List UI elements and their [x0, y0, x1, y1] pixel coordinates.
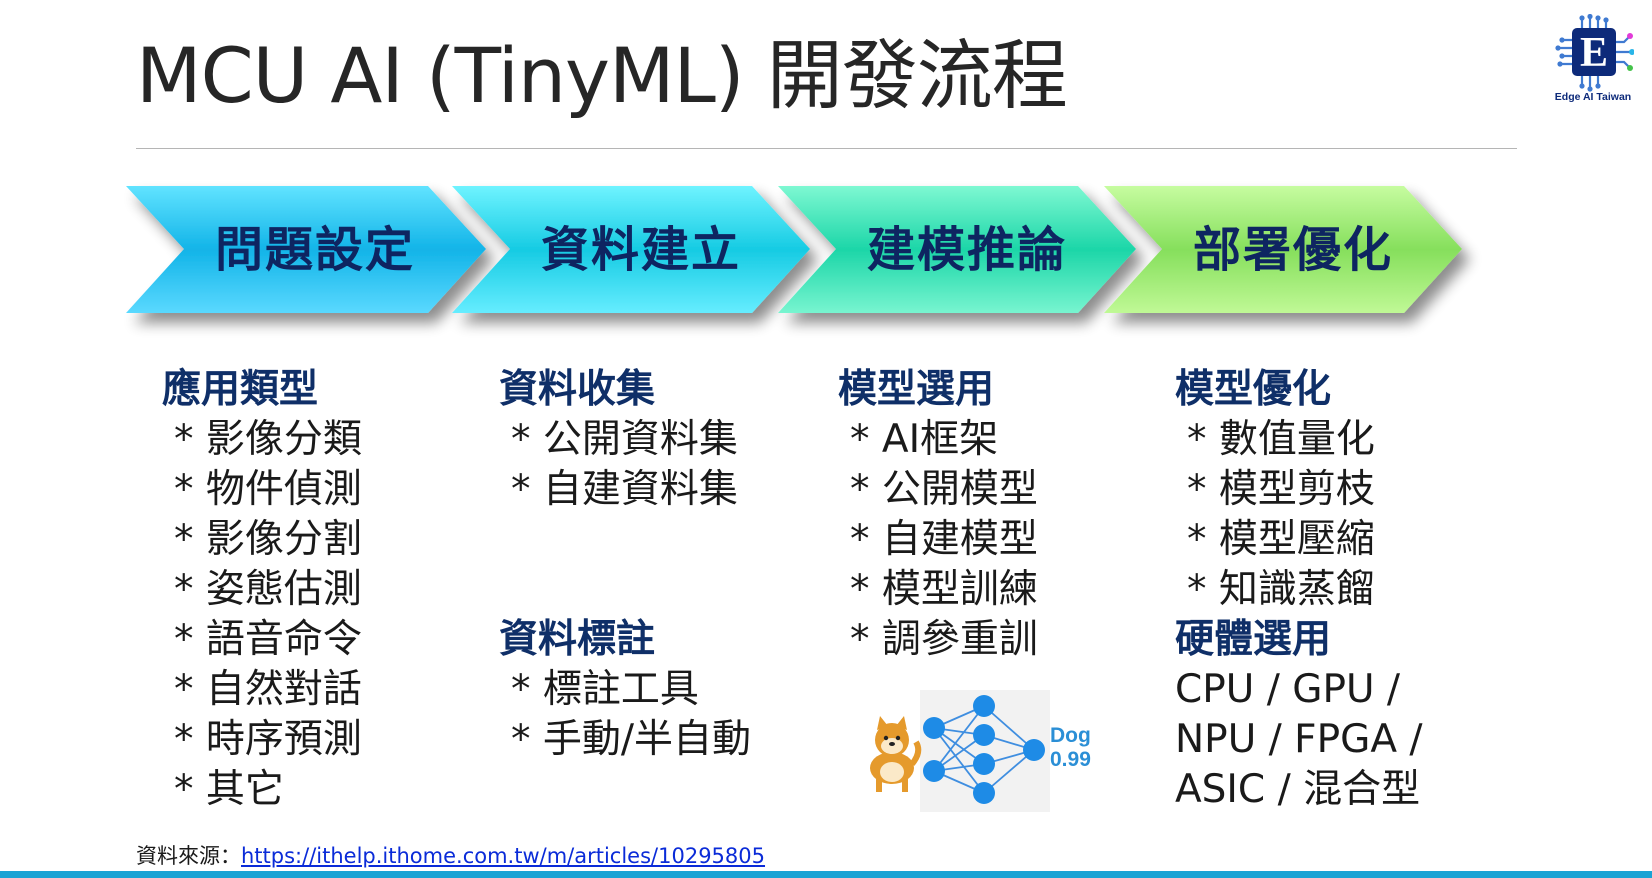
logo-text: Edge AI Taiwan [1554, 91, 1632, 103]
column-deployment: 模型優化 * 數值量化 * 模型剪枝 * 模型壓縮 * 知識蒸餾 硬體選用 CP… [1175, 365, 1423, 815]
source-link[interactable]: https://ithelp.ithome.com.tw/m/articles/… [241, 844, 766, 868]
list-item: * 標註工具 [511, 667, 699, 712]
page-title: MCU AI (TinyML) 開發流程 [136, 31, 1068, 120]
list-item: * 影像分割 [174, 517, 362, 562]
list-item: * 時序預測 [174, 717, 362, 762]
list-item: * 調參重訓 [850, 617, 1038, 662]
hardware-line: NPU / FPGA / [1175, 717, 1423, 762]
source-prefix: 資料來源： [136, 844, 241, 868]
list-item: * 模型壓縮 [1187, 517, 1375, 562]
source-citation: 資料來源：https://ithelp.ithome.com.tw/m/arti… [136, 840, 765, 870]
hardware-line: CPU / GPU / [1175, 667, 1401, 712]
step-chevron-4 [1104, 186, 1462, 313]
column-heading: 模型選用 [838, 367, 995, 412]
step-label-1: 問題設定 [214, 222, 415, 278]
column-data-building: 資料收集 * 公開資料集 * 自建資料集 資料標註 * 標註工具 * 手動/半自… [499, 365, 751, 765]
step-chevron-2 [452, 186, 810, 313]
column-heading: 硬體選用 [1175, 617, 1332, 662]
column-heading: 模型優化 [1175, 367, 1332, 412]
network-nodes [923, 695, 1045, 804]
edge-ai-taiwan-logo: E Edge AI Taiwan [1548, 14, 1638, 106]
step-label-2: 資料建立 [540, 222, 741, 278]
list-item: * 語音命令 [174, 617, 362, 662]
list-item: * 模型剪枝 [1187, 467, 1375, 512]
list-item: * 自然對話 [174, 667, 362, 712]
process-chevrons [126, 186, 1462, 313]
list-item: * 其它 [174, 767, 284, 812]
list-item: * 知識蒸餾 [1187, 567, 1375, 612]
column-heading: 資料標註 [499, 617, 656, 662]
list-item: * 影像分類 [174, 417, 362, 462]
dog-icon [870, 716, 922, 792]
list-item: * AI框架 [850, 417, 999, 462]
prediction-label: Dog 0.99 [1050, 724, 1091, 771]
list-item: * 數值量化 [1187, 417, 1375, 462]
list-item: * 公開模型 [850, 467, 1038, 512]
neural-network-illustration: Dog 0.99 [862, 688, 1097, 813]
list-item: * 自建資料集 [511, 467, 738, 512]
list-item: * 手動/半自動 [511, 717, 752, 762]
list-item: * 物件偵測 [174, 467, 362, 512]
step-chevron-1 [126, 186, 486, 313]
list-item: * 模型訓練 [850, 567, 1038, 612]
list-item: * 自建模型 [850, 517, 1038, 562]
column-heading: 資料收集 [499, 367, 656, 412]
bottom-accent-bar [0, 871, 1652, 878]
step-label-4: 部署優化 [1192, 222, 1393, 278]
list-item: * 公開資料集 [511, 417, 738, 462]
column-modeling: 模型選用 * AI框架 * 公開模型 * 自建模型 * 模型訓練 * 調參重訓 [838, 365, 1038, 665]
list-item: * 姿態估測 [174, 567, 362, 612]
column-heading: 應用類型 [162, 367, 319, 412]
chip-icon: E [1555, 14, 1634, 92]
title-divider [136, 148, 1517, 149]
column-problem-definition: 應用類型 * 影像分類 * 物件偵測 * 影像分割 * 姿態估測 * 語音命令 … [162, 365, 362, 815]
svg-text:E: E [1580, 30, 1608, 76]
hardware-line: ASIC / 混合型 [1175, 767, 1421, 812]
step-chevron-3 [778, 186, 1136, 313]
step-label-3: 建模推論 [866, 222, 1067, 278]
